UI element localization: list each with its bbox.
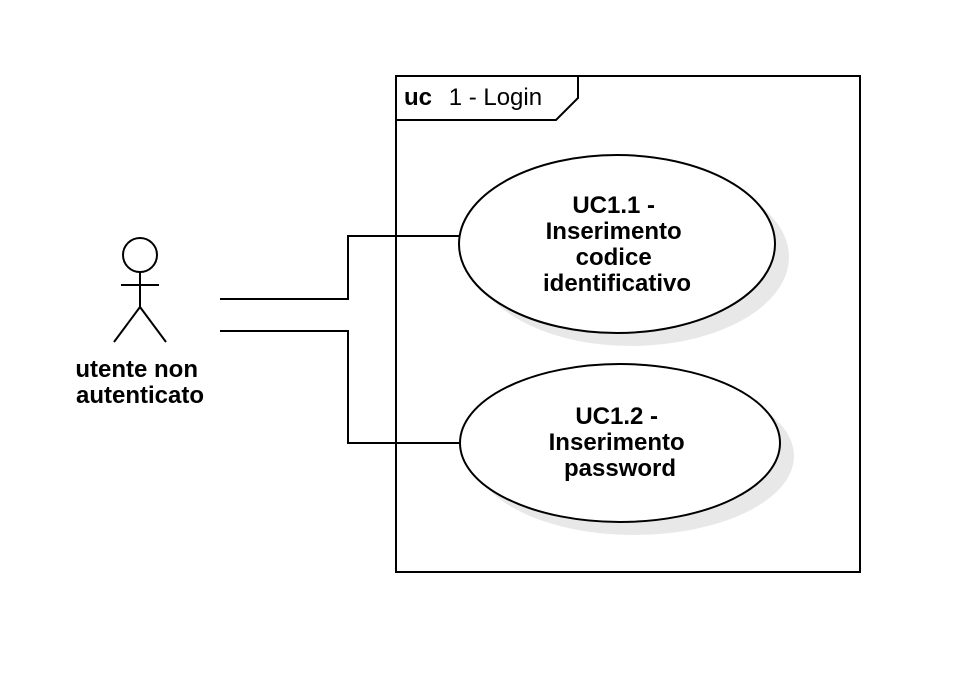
use-case-ellipse — [459, 363, 781, 523]
use-case-label-line: UC1.2 - — [575, 403, 658, 430]
boundary-title: uc 1 - Login — [404, 84, 542, 111]
association-line-uc1-1 — [220, 235, 460, 300]
boundary-title-text: 1 - Login — [449, 84, 542, 111]
use-case-uc1-2[interactable]: UC1.2 - Inserimento password — [459, 363, 794, 535]
boundary-name-tab — [396, 76, 579, 121]
use-case-label: UC1.2 - Inserimento password — [549, 403, 692, 482]
association-line-uc1-2 — [220, 330, 460, 444]
use-case-label-line: Inserimento — [546, 218, 682, 245]
use-case-label: UC1.1 - Inserimento codice identificativ… — [543, 192, 691, 297]
use-case-label-line: Inserimento — [549, 429, 685, 456]
use-case-ellipse — [458, 154, 776, 334]
use-case-label-line: password — [564, 455, 676, 482]
actor-label-line: utente non — [75, 356, 198, 383]
boundary-keyword: uc — [404, 84, 432, 111]
actor[interactable]: utente non autenticato — [75, 237, 204, 409]
use-case-label-line: identificativo — [543, 270, 691, 297]
use-case-label-line: codice — [576, 244, 652, 271]
actor-label-line: autenticato — [76, 382, 204, 409]
use-case-uc1-1[interactable]: UC1.1 - Inserimento codice identificativ… — [458, 154, 789, 346]
use-case-label-line: UC1.1 - — [572, 192, 655, 219]
actor-label: utente non autenticato — [75, 356, 204, 409]
actor-stick-figure-icon — [113, 237, 167, 343]
